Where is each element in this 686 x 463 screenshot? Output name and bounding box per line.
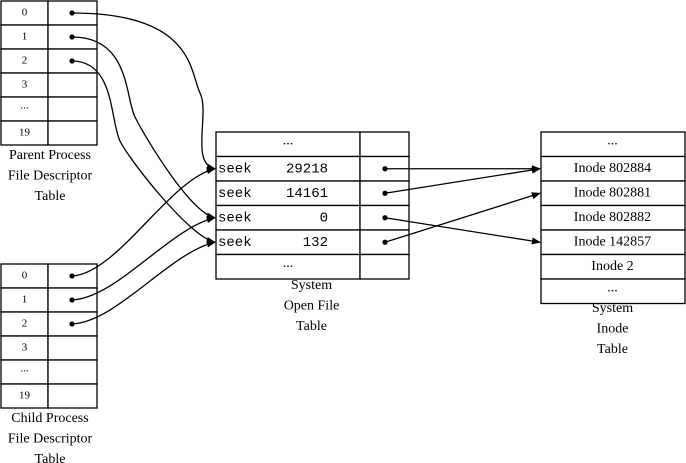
inode-label: Inode 2 bbox=[591, 259, 633, 274]
child-table-caption: File Descriptor bbox=[8, 432, 93, 447]
fd-index-label: 0 bbox=[22, 270, 28, 282]
parent-table-caption: Table bbox=[35, 189, 66, 204]
inode-label: Inode 802882 bbox=[574, 210, 651, 225]
inode-link-arrow bbox=[384, 217, 541, 245]
open-file-table bbox=[215, 131, 410, 280]
parent-table bbox=[0, 0, 98, 146]
parent-fd-link-arrow bbox=[71, 60, 216, 245]
child-fd-link-arrow bbox=[71, 216, 216, 301]
seek-offset: 132 bbox=[303, 235, 328, 251]
fd-index-label: 3 bbox=[22, 79, 28, 91]
parent-table-caption: Parent Process bbox=[9, 148, 91, 163]
child-fd-link-arrow bbox=[71, 167, 216, 277]
fd-pointer-cell bbox=[47, 72, 98, 98]
open-file-table-caption: System bbox=[291, 278, 332, 293]
inode-table-caption: Table bbox=[597, 342, 628, 357]
open-file-table-caption: Table bbox=[296, 319, 327, 334]
inode-label: Inode 802881 bbox=[574, 185, 651, 200]
fd-pointer-cell bbox=[47, 120, 98, 146]
open-file-ellipsis: ... bbox=[283, 256, 294, 271]
inode-cell bbox=[540, 278, 686, 305]
fd-pointer-cell bbox=[47, 335, 98, 361]
fd-index-label: 1 bbox=[22, 31, 28, 43]
inode-link-arrow bbox=[384, 192, 541, 243]
fd-index-label: 3 bbox=[22, 342, 28, 354]
open-file-entry-cell bbox=[215, 131, 361, 158]
seek-label: seek bbox=[218, 161, 252, 177]
child-table bbox=[0, 263, 98, 409]
parent-table-caption: File Descriptor bbox=[8, 169, 93, 184]
child-table-caption: Child Process bbox=[11, 411, 88, 426]
child-fd-link-arrow bbox=[71, 240, 216, 325]
inode-label: Inode 142857 bbox=[574, 234, 651, 249]
inode-label: ... bbox=[607, 133, 618, 148]
fd-index-cell bbox=[0, 359, 49, 385]
fd-index-cell bbox=[0, 287, 49, 313]
inode-cell bbox=[540, 180, 686, 207]
inode-cell bbox=[540, 131, 686, 158]
child-table-caption: Table bbox=[35, 452, 66, 463]
seek-offset: 14161 bbox=[286, 186, 328, 202]
inode-cell bbox=[540, 155, 686, 182]
open-file-entry-cell bbox=[215, 180, 361, 207]
seek-offset: 0 bbox=[320, 210, 328, 226]
open-file-table-caption: Open File bbox=[284, 299, 340, 314]
fd-index-cell bbox=[0, 263, 49, 289]
seek-label: seek bbox=[218, 235, 252, 251]
fd-index-label: 0 bbox=[22, 7, 28, 19]
fd-index-cell bbox=[0, 335, 49, 361]
seek-label: seek bbox=[218, 186, 252, 202]
fd-index-label: 19 bbox=[19, 390, 31, 402]
parent-fd-link-arrow bbox=[71, 36, 216, 220]
fd-index-label: ... bbox=[20, 363, 29, 375]
fd-pointer-cell bbox=[47, 96, 98, 122]
inode-label: Inode 802884 bbox=[574, 161, 651, 176]
seek-label: seek bbox=[218, 210, 252, 226]
fd-index-cell bbox=[0, 120, 49, 146]
fd-pointer-cell bbox=[47, 359, 98, 385]
inode-label: ... bbox=[607, 280, 618, 295]
inode-cell bbox=[540, 229, 686, 256]
fd-index-label: 2 bbox=[22, 55, 28, 67]
fd-index-cell bbox=[0, 96, 49, 122]
seek-offset: 29218 bbox=[286, 161, 328, 177]
inode-link-arrow bbox=[384, 166, 541, 194]
open-file-entry-cell bbox=[215, 155, 361, 182]
fd-index-label: 2 bbox=[22, 318, 28, 330]
fd-pointer-cell bbox=[47, 383, 98, 409]
open-file-entry-cell bbox=[215, 253, 361, 280]
open-file-pointer-cell bbox=[359, 253, 410, 280]
fd-index-cell bbox=[0, 311, 49, 337]
fd-index-label: 1 bbox=[22, 294, 28, 306]
open-file-pointer-cell bbox=[359, 131, 410, 158]
fd-index-label: ... bbox=[20, 100, 29, 112]
inode-table bbox=[540, 131, 686, 305]
open-file-ellipsis: ... bbox=[283, 133, 294, 148]
fd-index-label: 19 bbox=[19, 127, 31, 139]
inode-table-caption: Inode bbox=[597, 322, 629, 337]
parent-fd-link-arrow bbox=[71, 12, 216, 171]
inode-table-caption: System bbox=[592, 301, 633, 316]
